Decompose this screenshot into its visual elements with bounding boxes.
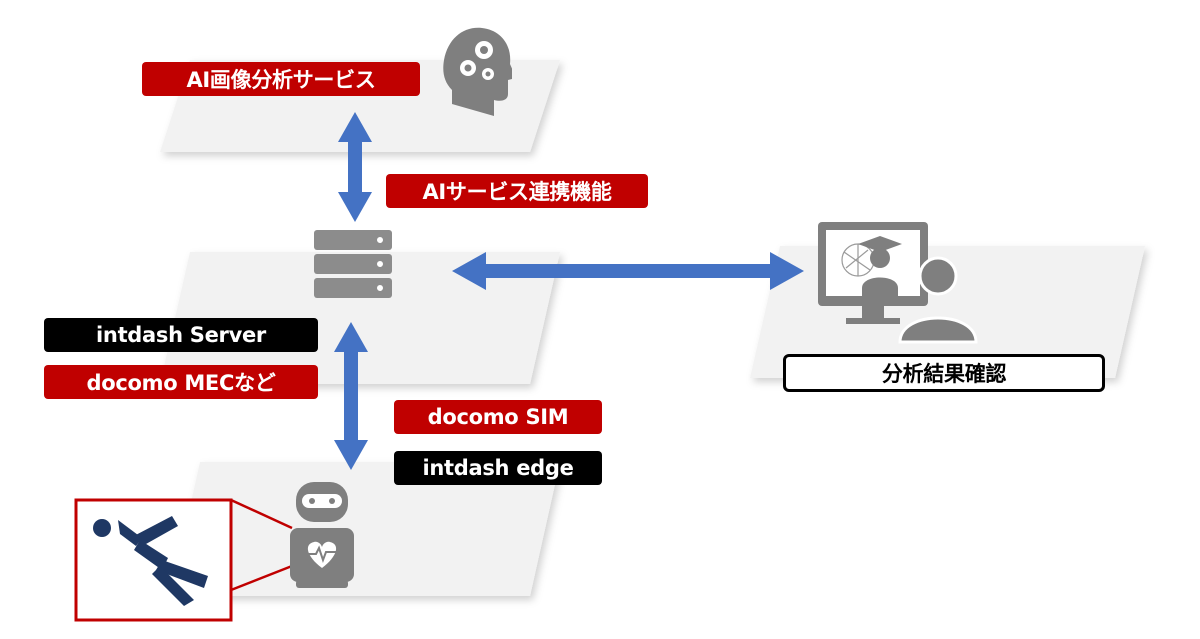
sim-label: docomo SIM	[394, 400, 602, 434]
server-edge-arrow	[334, 322, 368, 470]
server-label: intdash Server	[44, 318, 318, 352]
edge-layer-plane	[170, 462, 560, 596]
result-check-label: 分析結果確認	[783, 354, 1105, 392]
ai-service-label: AI画像分析サービス	[142, 62, 420, 96]
brain-gear-icon	[443, 27, 512, 116]
robot-icon	[290, 482, 354, 588]
server-viewer-arrow	[452, 252, 804, 290]
falling-person-icon	[93, 516, 208, 606]
server-icon	[314, 230, 392, 298]
ai-link-label: AIサービス連携機能	[386, 174, 648, 208]
ai-server-arrow	[338, 112, 372, 222]
edge-label: intdash edge	[394, 451, 602, 485]
mec-label: docomo MECなど	[44, 365, 318, 399]
monitor-user-icon	[818, 222, 978, 344]
